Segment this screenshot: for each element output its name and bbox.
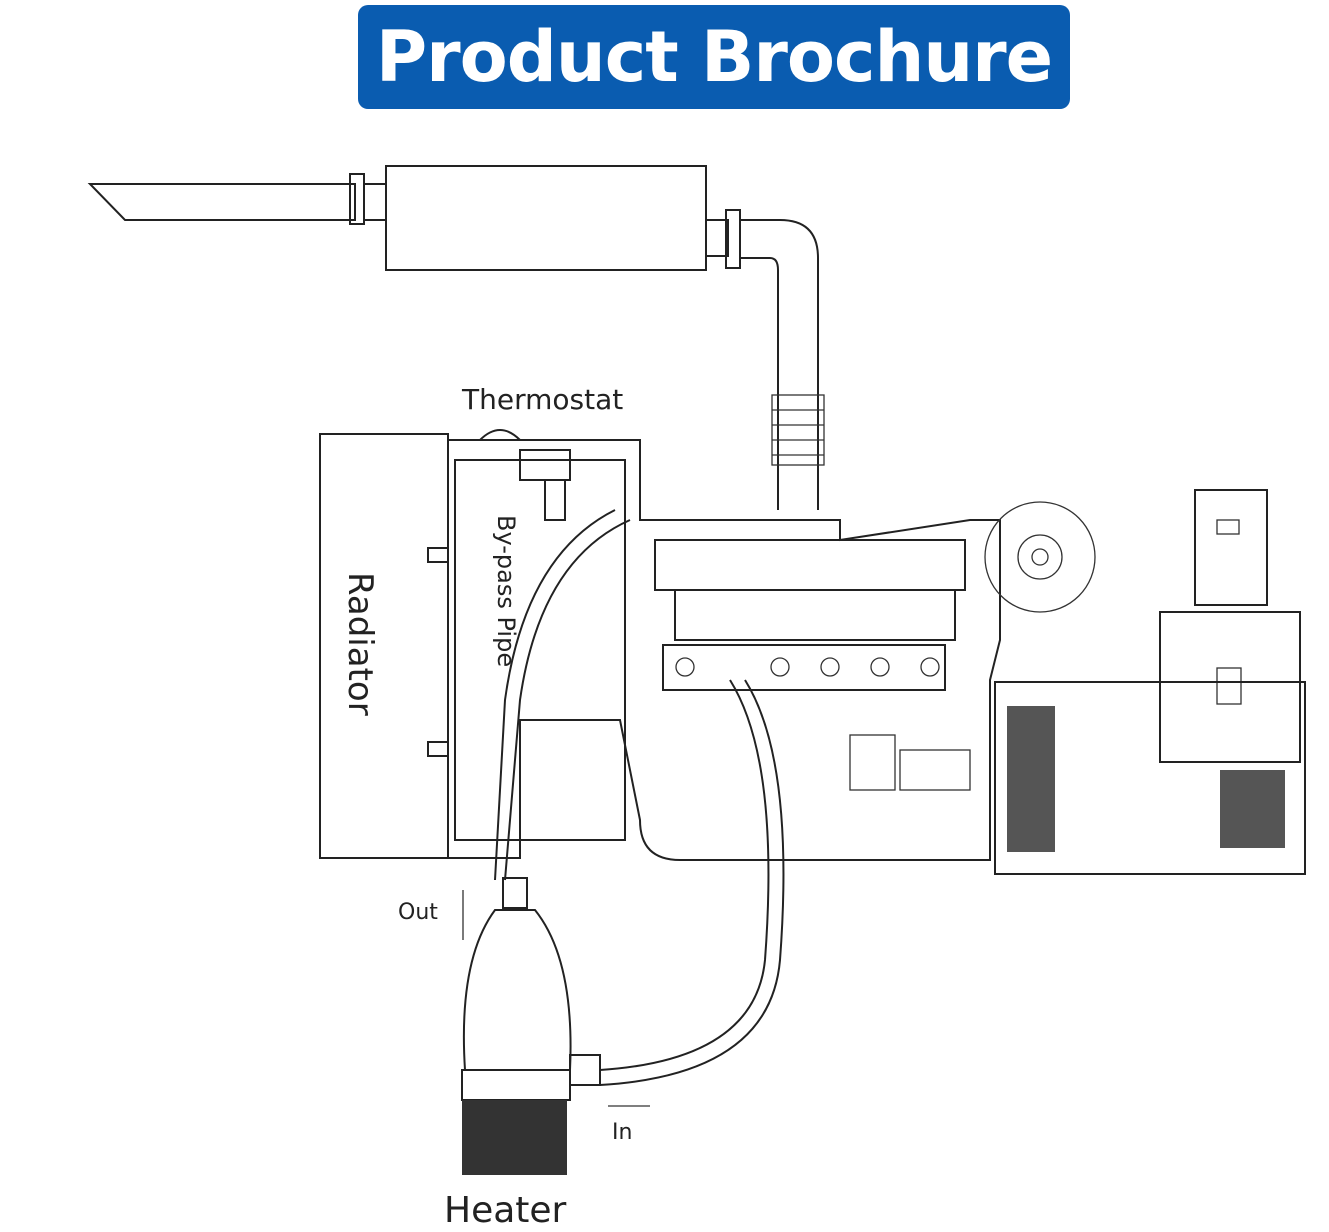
generator [994,489,1306,875]
in-label: In [612,1120,633,1145]
heater-label: Heater [444,1190,567,1231]
bypass-pipe-label: By-pass Pipe [492,515,520,668]
radiator [319,433,449,859]
thermostat-label: Thermostat [462,383,624,416]
page-title: Product Brochure [358,5,1070,109]
out-label: Out [398,900,438,925]
radiator-label: Radiator [340,572,380,716]
coolant-hoses [462,509,785,1107]
engine-block [448,429,1096,861]
exhaust-system [87,165,825,510]
heater [461,877,601,1175]
